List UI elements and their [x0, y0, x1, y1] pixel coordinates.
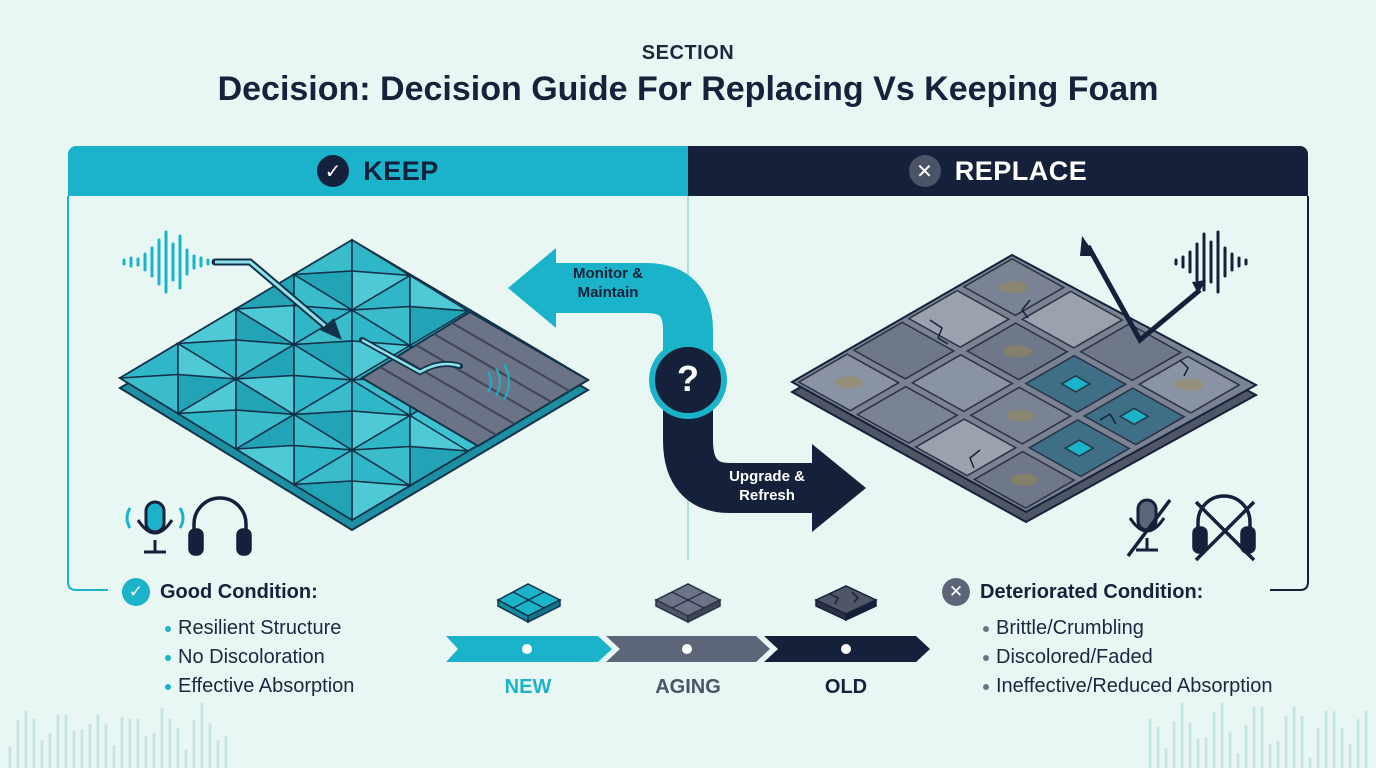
list-item: Ineffective/Reduced Absorption — [980, 672, 1272, 701]
good-condition-title-text: Good Condition: — [160, 580, 318, 603]
page-title: Decision: Decision Guide For Replacing V… — [217, 70, 1159, 108]
good-foam-illustration — [117, 230, 590, 556]
good-condition-title: ✓ Good Condition: — [122, 578, 354, 606]
microphone-icon — [125, 500, 185, 554]
timeline-label-aging: AGING — [655, 676, 721, 698]
list-item: Brittle/Crumbling — [980, 614, 1272, 643]
section-eyebrow: SECTION — [641, 42, 735, 64]
arrow-left-icon — [508, 248, 556, 328]
keep-label: KEEP — [363, 155, 439, 186]
old-foam-icon — [814, 585, 878, 622]
replace-panel-border — [1270, 196, 1309, 591]
timeline-dot — [522, 644, 532, 654]
deteriorated-condition-block: ✕ Deteriorated Condition: Brittle/Crumbl… — [942, 578, 1272, 701]
arrow-right-icon — [812, 444, 866, 532]
check-circle-icon: ✓ — [122, 578, 150, 606]
question-circle-icon — [649, 341, 727, 419]
deteriorated-condition-title-text: Deteriorated Condition: — [980, 580, 1204, 603]
good-condition-list: Resilient Structure No Discoloration Eff… — [162, 614, 354, 701]
deteriorated-condition-list: Brittle/Crumbling Discolored/Faded Ineff… — [980, 614, 1272, 701]
headphones-icon — [188, 496, 252, 556]
upgrade-refresh-label: Upgrade & Refresh — [729, 468, 805, 504]
list-item: Effective Absorption — [162, 672, 354, 701]
x-circle-icon: ✕ — [942, 578, 970, 606]
sound-wave-icon — [1174, 230, 1248, 294]
replace-label: REPLACE — [954, 155, 1088, 186]
worn-foam-illustration — [789, 230, 1259, 562]
check-icon: ✓ — [317, 155, 350, 187]
x-icon: ✕ — [908, 155, 941, 187]
list-item: Discolored/Faded — [980, 643, 1272, 672]
sound-wave-icon — [122, 230, 210, 294]
keep-panel-header: ✓ KEEP — [68, 146, 688, 196]
replace-panel-header: ✕ REPLACE — [688, 146, 1308, 196]
list-item: No Discoloration — [162, 643, 354, 672]
background-waveform-left — [8, 702, 228, 768]
good-condition-block: ✓ Good Condition: Resilient Structure No… — [122, 578, 354, 701]
muted-microphone-icon — [1126, 498, 1172, 558]
list-item: Resilient Structure — [162, 614, 354, 643]
background-waveform-right — [1148, 702, 1368, 768]
age-timeline — [446, 583, 930, 662]
muted-headphones-icon — [1192, 494, 1256, 562]
timeline-label-new: NEW — [504, 676, 552, 698]
deteriorated-condition-title: ✕ Deteriorated Condition: — [942, 578, 1272, 606]
monitor-maintain-label: Monitor & Maintain — [573, 265, 643, 301]
aging-foam-icon — [654, 583, 722, 624]
timeline-dot — [682, 644, 692, 654]
timeline-dot — [841, 644, 851, 654]
decision-symbol: ? — [677, 358, 699, 399]
keep-panel-border — [67, 196, 108, 591]
new-foam-icon — [496, 583, 562, 624]
timeline-label-old: OLD — [824, 676, 868, 698]
decision-flow — [508, 248, 866, 532]
